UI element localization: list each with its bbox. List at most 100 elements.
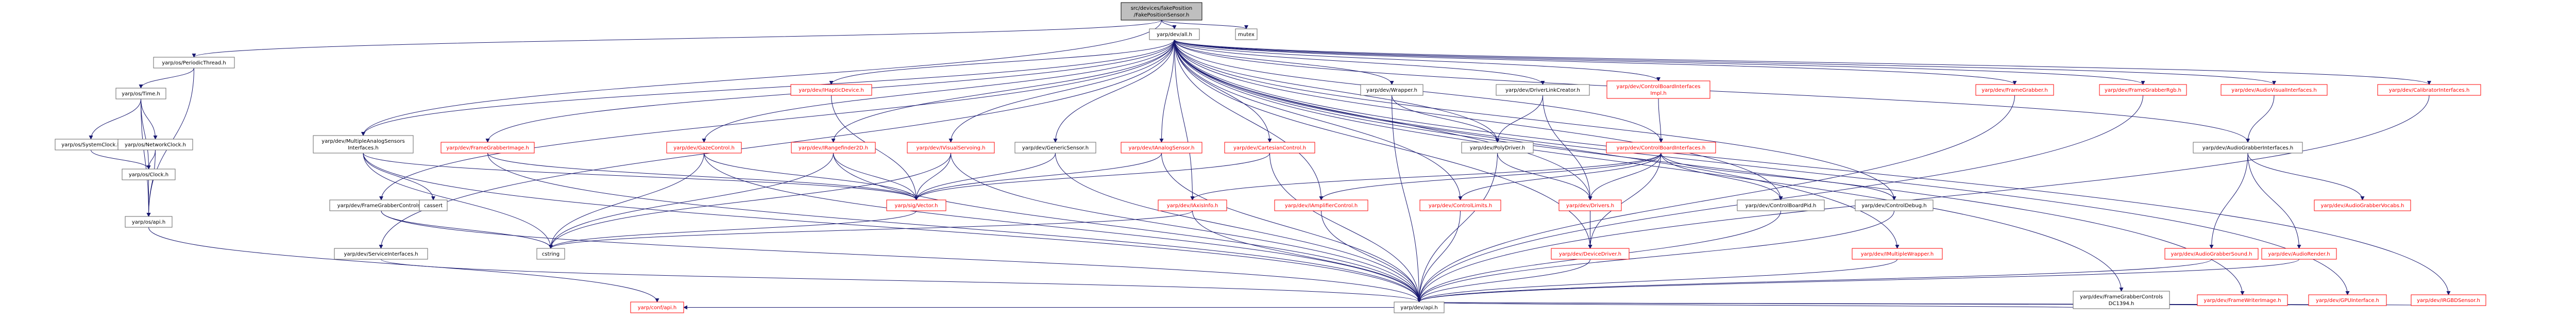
node-frameGrabberImage[interactable]: yarp/dev/FrameGrabberImage.h [440,142,535,154]
node-iAxisInfo[interactable]: yarp/dev/IAxisInfo.h [1158,199,1227,211]
edge-multipleWrapper-to-devApi [1417,259,1897,303]
edge-multiAnalog-to-devApi [363,153,1421,303]
node-label: Interfaces.h [348,145,379,151]
node-label: yarp/os/NetworkClock.h [125,142,186,148]
edge-root-to-all [1161,20,1177,29]
edge-root-to-multiAnalog [361,20,1162,136]
node-label: yarp/dev/IAxisInfo.h [1167,203,1218,209]
node-frameGrabberControls[interactable]: yarp/dev/FrameGrabberControls.h [329,199,433,211]
node-root[interactable]: src/devices/fakePosition/FakePositionSen… [1121,2,1202,21]
edge-frameGrabber-to-devApi [1417,95,2015,303]
node-cbPid[interactable]: yarp/dev/ControlBoardPid.h [1737,199,1825,211]
node-controlLimits[interactable]: yarp/dev/ControlLimits.h [1419,199,1501,211]
edge-cbiImpl-to-cbi [1658,98,1663,143]
node-calibrator[interactable]: yarp/dev/CalibratorInterfaces.h [2377,84,2481,96]
node-cassert[interactable]: cassert [419,199,448,211]
node-cstring[interactable]: cstring [536,248,565,260]
node-rangefinder[interactable]: yarp/dev/IRangefinder2D.h [791,142,876,154]
node-genericSensor[interactable]: yarp/dev/GenericSensor.h [1014,142,1096,154]
node-visualServoing[interactable]: yarp/dev/IVisualServoing.h [907,142,995,154]
node-frameWriter[interactable]: yarp/dev/FrameWriterImage.h [2197,294,2288,306]
node-audioVisual[interactable]: yarp/dev/AudioVisualInterfaces.h [2221,84,2328,96]
node-networkClock[interactable]: yarp/os/NetworkClock.h [117,139,193,150]
node-box [1360,84,1423,96]
edge-gazeControl-to-devApi [704,153,1421,303]
node-box [1852,248,1943,260]
node-label: cstring [542,251,560,257]
node-ampControl[interactable]: yarp/dev/IAmplifierControl.h [1274,199,1368,211]
node-label: yarp/dev/AudioVisualInterfaces.h [2231,88,2316,93]
edge-wrapper-to-polyDriver [1392,95,1500,143]
edge-all-to-analogSensor [1159,39,1175,143]
edge-all-to-polyDriver [1174,39,1500,143]
node-box [2164,248,2259,260]
edge-all-to-rgbd [1174,39,2451,295]
node-systemClock[interactable]: yarp/os/SystemClock.h [55,139,127,150]
edge-all-to-controlDebug [1174,39,1896,200]
edge-audioVisual-to-audioGrabber [2246,95,2275,143]
node-periodicThread[interactable]: yarp/os/PeriodicThread.h [153,57,235,69]
node-gazeControl[interactable]: yarp/dev/GazeControl.h [666,142,742,154]
node-multipleWrapper[interactable]: yarp/dev/IMultipleWrapper.h [1852,248,1943,260]
node-cbi[interactable]: yarp/dev/ControlBoardInterfaces.h [1606,142,1716,154]
node-label: yarp/dev/IHapticDevice.h [799,88,864,93]
node-box [1158,199,1227,211]
node-box [2221,84,2328,96]
edge-cbi-to-iAxisInfo [1190,153,1662,200]
node-all[interactable]: yarp/dev/all.h [1149,28,1200,40]
node-audioRender[interactable]: yarp/dev/AudioRender.h [2261,248,2337,260]
node-deviceDriver[interactable]: yarp/dev/DeviceDriver.h [1551,248,1630,260]
edge-visualServoing-to-cstring [549,153,951,249]
node-controlDebug[interactable]: yarp/dev/ControlDebug.h [1855,199,1934,211]
edge-iAxisInfo-to-cstring [549,210,1193,249]
node-box [1855,199,1934,211]
edge-all-to-gpu [1174,39,2350,295]
edge-osApi-to-conf [148,227,659,303]
edge-ampControl-to-devApi [1321,210,1421,303]
node-audioGrabberVocabs[interactable]: yarp/dev/AudioGrabberVocabs.h [2314,199,2411,211]
node-box [440,142,535,154]
node-frameGrabber[interactable]: yarp/dev/FrameGrabber.h [1975,84,2054,96]
node-label: yarp/dev/AudioGrabberSound.h [2171,251,2252,257]
edge-genericSensor-to-sigVector [914,153,1056,200]
node-hapticDevice[interactable]: yarp/dev/IHapticDevice.h [790,84,872,96]
node-conf[interactable]: yarp/conf/api.h [630,301,684,313]
node-gpu[interactable]: yarp/dev/GPUInterface.h [2308,294,2387,306]
edge-time-to-systemClock [89,98,141,140]
node-box [419,199,448,211]
node-box [630,301,684,313]
edge-cbi-to-controlLimits [1458,153,1662,200]
edge-cartesianControl-to-devApi [1269,153,1421,303]
node-drivers[interactable]: yarp/dev/Drivers.h [1558,199,1622,211]
node-devApi[interactable]: yarp/dev/api.h [1394,301,1445,313]
node-cartesianControl[interactable]: yarp/dev/CartesianControl.h [1224,142,1315,154]
node-frameGrabberRgb[interactable]: yarp/dev/FrameGrabberRgb.h [2099,84,2187,96]
edge-rangefinder-to-devApi [833,153,1421,303]
node-audioGrabberSound[interactable]: yarp/dev/AudioGrabberSound.h [2164,248,2259,260]
node-polyDriver[interactable]: yarp/dev/PolyDriver.h [1461,142,1534,154]
node-label: yarp/dev/AudioGrabberVocabs.h [2321,203,2404,209]
node-osApi[interactable]: yarp/os/api.h [125,216,173,228]
edge-gazeControl-to-sigVector [704,153,919,200]
node-clock[interactable]: yarp/os/Clock.h [122,169,176,180]
node-mutex[interactable]: mutex [1235,28,1258,40]
node-box [536,248,565,260]
node-box [2099,84,2187,96]
node-driverLinkCreator[interactable]: yarp/dev/DriverLinkCreator.h [1496,84,1590,96]
node-audioGrabber[interactable]: yarp/dev/AudioGrabberInterfaces.h [2193,142,2303,154]
node-analogSensor[interactable]: yarp/dev/IAnalogSensor.h [1121,142,1202,154]
node-label: yarp/dev/Wrapper.h [1366,88,1417,93]
node-time[interactable]: yarp/os/Time.h [115,88,166,99]
node-multiAnalog[interactable]: yarp/dev/MultipleAnalogSensorsInterfaces… [313,135,414,154]
edge-time-to-networkClock [141,98,158,140]
node-box [886,199,946,211]
node-rgbd[interactable]: yarp/dev/IRGBDSensor.h [2411,294,2486,306]
node-sigVector[interactable]: yarp/sig/Vector.h [886,199,946,211]
node-serviceInterfaces[interactable]: yarp/dev/ServiceInterfaces.h [334,248,428,260]
node-label: yarp/dev/IMultipleWrapper.h [1861,251,1934,257]
node-box [2193,142,2303,154]
node-label: yarp/os/api.h [132,220,165,225]
node-wrapper[interactable]: yarp/dev/Wrapper.h [1360,84,1423,96]
